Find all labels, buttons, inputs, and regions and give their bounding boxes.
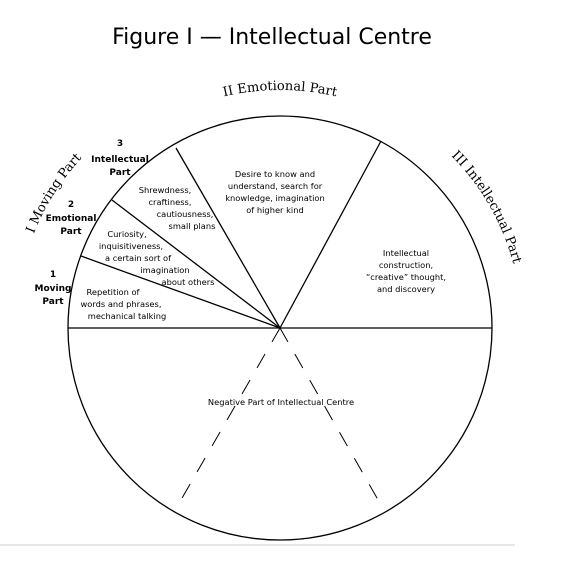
svg-text:Intellectual: Intellectual (383, 248, 429, 258)
svg-text:Shrewdness,: Shrewdness, (139, 185, 192, 195)
intellectual-part-label: III Intellectual Part (448, 148, 524, 266)
svg-text:Desire to know and: Desire to know and (235, 169, 315, 179)
sector-curiosity-text: Curiosity, inquisitiveness, a certain so… (99, 229, 215, 287)
svg-text:understand, search for: understand, search for (228, 181, 323, 191)
svg-text:and discovery: and discovery (377, 284, 435, 294)
svg-text:cautiousness,: cautiousness, (157, 209, 214, 219)
sector-desire-text: Desire to know and understand, search fo… (225, 169, 325, 215)
svg-text:Moving: Moving (35, 284, 72, 294)
radius-curiosity-repetition (80, 255, 281, 329)
svg-text:3: 3 (117, 139, 123, 149)
dashed-line-right (279, 327, 382, 506)
sector-shrewdness-text: Shrewdness, craftiness, cautiousness, sm… (139, 185, 216, 231)
svg-text:Part: Part (60, 227, 82, 237)
svg-text:construction,: construction, (379, 260, 433, 270)
svg-text:Part: Part (42, 297, 64, 307)
emotional-part-label: II Emotional Part (222, 79, 340, 100)
negative-part-text: Negative Part of Intellectual Centre (208, 397, 354, 407)
svg-text:small plans: small plans (169, 221, 216, 231)
sector-repetition-text: Repetition of words and phrases, mechani… (80, 287, 166, 321)
svg-text:craftiness,: craftiness, (148, 197, 191, 207)
svg-text:2: 2 (68, 200, 74, 210)
svg-text:inquisitiveness,: inquisitiveness, (99, 241, 163, 251)
svg-text:knowledge, imagination: knowledge, imagination (225, 193, 325, 203)
svg-text:Part: Part (109, 168, 131, 178)
svg-text:Emotional: Emotional (46, 214, 97, 224)
sector-construction-text: Intellectual construction, “creative” th… (366, 248, 446, 294)
figure-title: Figure I — Intellectual Centre (112, 25, 432, 50)
radius-desire-shrewdness (175, 147, 281, 329)
svg-text:Curiosity,: Curiosity, (107, 229, 146, 239)
svg-text:Repetition of: Repetition of (87, 287, 141, 297)
svg-text:1: 1 (50, 270, 56, 280)
svg-text:“creative” thought,: “creative” thought, (366, 272, 446, 282)
subpart-moving-label: 1 Moving Part (35, 270, 72, 307)
svg-text:a certain sort of: a certain sort of (105, 253, 172, 263)
subpart-intellectual-label: 3 Intellectual Part (91, 139, 149, 178)
svg-text:about others: about others (161, 277, 214, 287)
dashed-line-left (177, 327, 281, 506)
svg-text:imagination: imagination (140, 265, 189, 275)
subpart-emotional-label: 2 Emotional Part (46, 200, 97, 237)
svg-text:of higher kind: of higher kind (246, 205, 304, 215)
radius-shrewdness-curiosity (111, 199, 281, 329)
svg-text:Intellectual: Intellectual (91, 155, 149, 165)
svg-text:words and phrases,: words and phrases, (80, 299, 161, 309)
svg-text:mechanical talking: mechanical talking (88, 311, 167, 321)
radius-emotional-intellectual (279, 140, 382, 329)
